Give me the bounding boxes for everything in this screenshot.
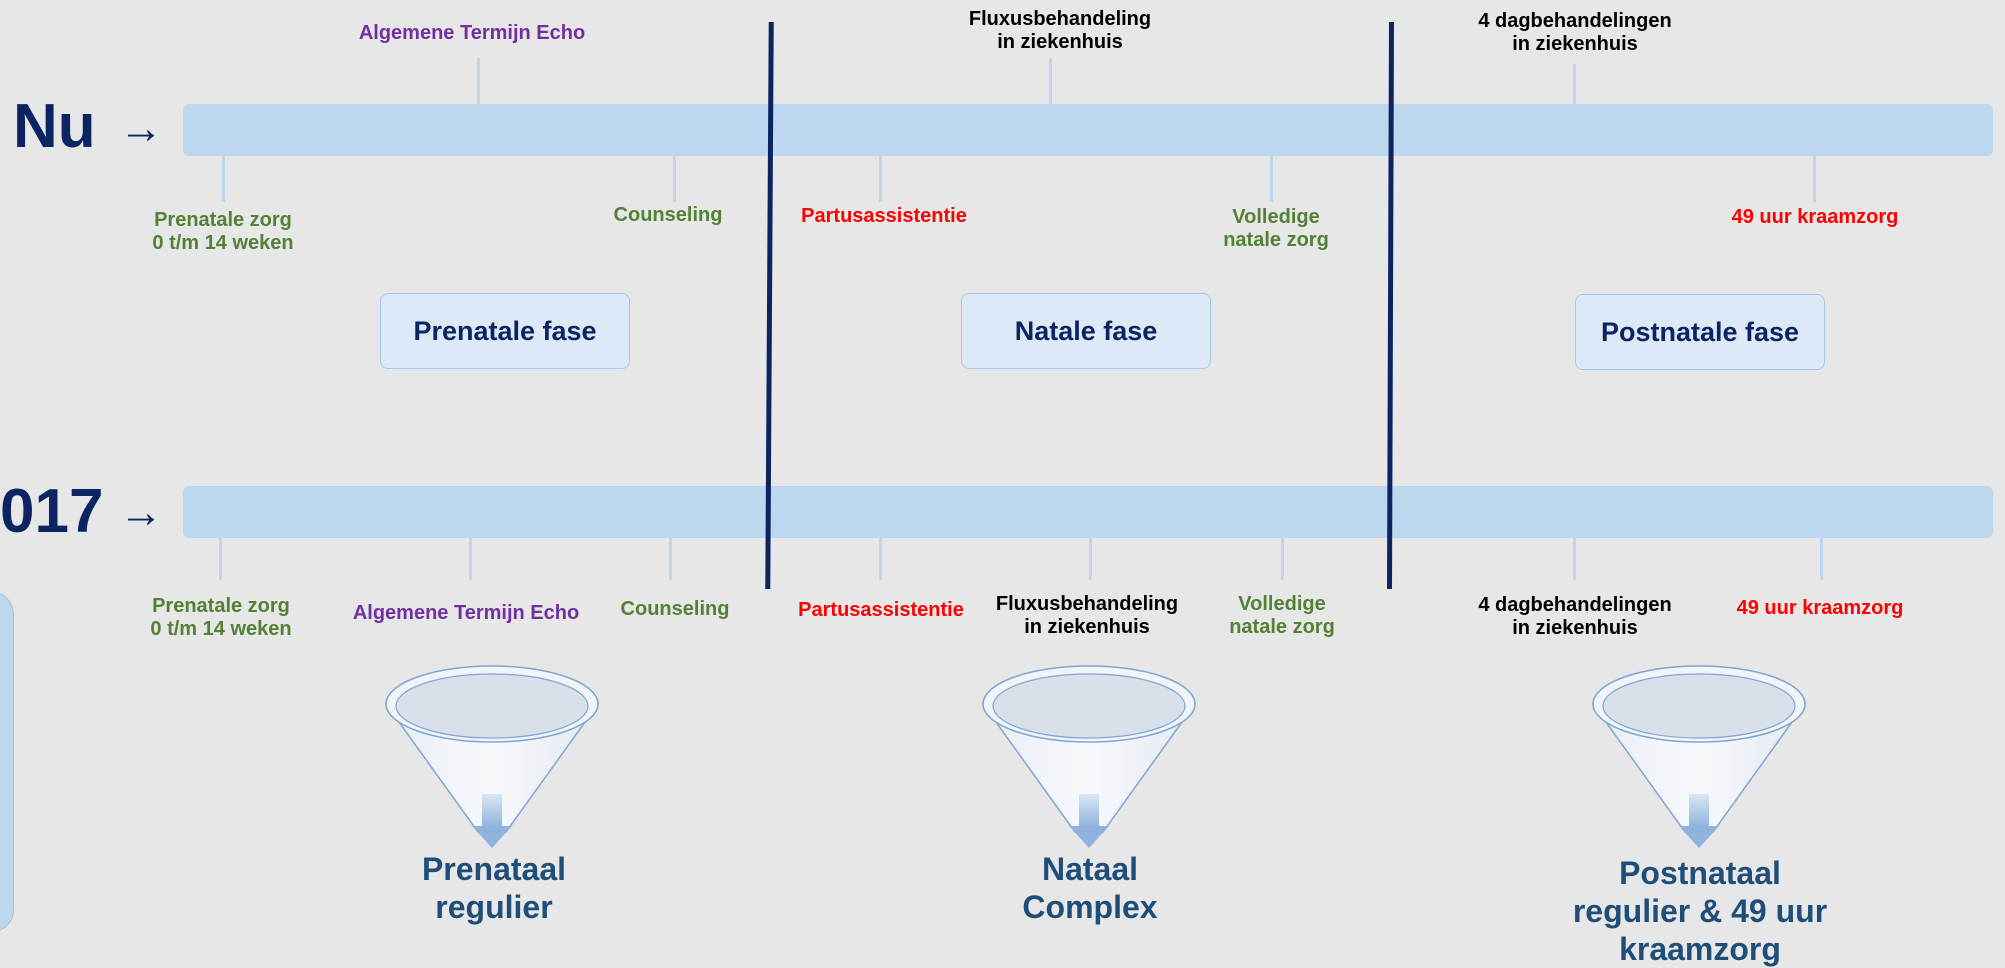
tick-mark: [1573, 64, 1576, 104]
timeline-bar-future: [183, 486, 1993, 538]
tick-mark: [1089, 538, 1092, 580]
label-dagbehandelingen: 4 dagbehandelingen in ziekenhuis: [1478, 594, 1672, 639]
tick-mark: [469, 538, 472, 580]
label-kraamzorg: 49 uur kraamzorg: [1731, 206, 1899, 228]
output-prenataal: Prenataal regulier: [421, 851, 567, 925]
label-fluxusbehandeling: Fluxusbehandeling in ziekenhuis: [968, 8, 1152, 53]
tick-mark: [1270, 156, 1273, 202]
tick-mark: [1820, 538, 1823, 580]
phase-box-natale: Natale fase: [961, 293, 1211, 369]
label-dagbehandelingen: 4 dagbehandelingen in ziekenhuis: [1478, 10, 1672, 55]
phase-box-postnatale: Postnatale fase: [1575, 294, 1825, 370]
tick-mark: [879, 538, 882, 580]
label-fluxusbehandeling: Fluxusbehandeling in ziekenhuis: [995, 593, 1179, 638]
side-panel-box: [0, 592, 14, 932]
tick-mark: [1281, 538, 1284, 580]
funnel-icon: [384, 665, 600, 848]
row-label-now: Nu: [13, 92, 96, 161]
label-partusassistentie: Partusassistentie: [801, 205, 967, 227]
tick-mark: [1573, 538, 1576, 580]
arrow-right-icon: →: [119, 488, 163, 537]
label-algemene-termijn-echo: Algemene Termijn Echo: [358, 22, 586, 44]
label-volledige-natale-zorg: Volledige natale zorg: [1223, 206, 1329, 251]
output-postnataal: Postnataal regulier & 49 uur kraamzorg: [1572, 855, 1828, 967]
label-volledige-natale-zorg: Volledige natale zorg: [1229, 593, 1335, 638]
tick-mark: [673, 156, 676, 202]
arrow-right-icon: →: [119, 104, 163, 153]
tick-mark: [1049, 58, 1052, 104]
funnel-icon: [1591, 665, 1807, 848]
label-kraamzorg: 49 uur kraamzorg: [1736, 597, 1904, 619]
timeline-bar-now: [183, 104, 1993, 156]
row-label-future: 017: [0, 477, 104, 546]
tick-mark: [222, 156, 225, 202]
tick-mark: [669, 538, 672, 580]
phase-box-prenatale: Prenatale fase: [380, 293, 630, 369]
label-prenatale-zorg: Prenatale zorg 0 t/m 14 weken: [152, 209, 294, 254]
funnel-icon: [981, 665, 1197, 848]
label-counseling: Counseling: [613, 204, 723, 226]
output-nataal: Nataal Complex: [1022, 851, 1158, 925]
label-partusassistentie: Partusassistentie: [798, 599, 964, 621]
label-algemene-termijn-echo: Algemene Termijn Echo: [352, 602, 580, 624]
tick-mark: [219, 538, 222, 580]
label-prenatale-zorg: Prenatale zorg 0 t/m 14 weken: [150, 595, 292, 640]
tick-mark: [1813, 156, 1816, 202]
label-counseling: Counseling: [620, 598, 730, 620]
tick-mark: [477, 58, 480, 104]
tick-mark: [879, 156, 882, 202]
